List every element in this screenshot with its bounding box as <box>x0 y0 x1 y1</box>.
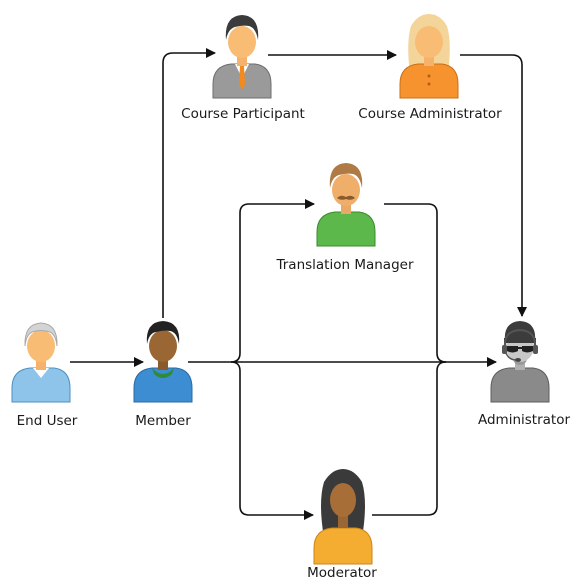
edge-member-to-moderator <box>230 361 314 520</box>
edge-member-to-translation-manager <box>230 199 315 363</box>
user-icon <box>11 322 71 403</box>
edge-member-to-course-participant <box>162 48 216 318</box>
node-translation-manager: Translation Manager <box>275 163 414 273</box>
translation-manager-label: Translation Manager <box>275 257 413 273</box>
edge-moderator-to-administrator <box>372 361 447 516</box>
course-administrator-label: Course Administrator <box>358 106 502 122</box>
administrator-label: Administrator <box>478 412 570 428</box>
user-icon <box>399 14 459 99</box>
user-icon <box>313 469 373 565</box>
edge-translation-manager-to-administrator <box>384 203 447 363</box>
member-label: Member <box>135 413 191 429</box>
node-course-administrator: Course Administrator <box>358 14 502 122</box>
end-user-label: End User <box>17 413 78 429</box>
edge-course-administrator-to-administrator <box>460 54 527 317</box>
user-icon <box>316 163 376 247</box>
edges <box>70 48 527 520</box>
course-participant-label: Course Participant <box>181 106 305 122</box>
node-end-user: End User <box>11 322 78 429</box>
moderator-label: Moderator <box>307 565 377 579</box>
admin-headset-icon <box>490 321 550 403</box>
user-icon <box>212 15 272 99</box>
node-administrator: Administrator <box>478 321 570 428</box>
node-moderator: Moderator <box>307 469 377 579</box>
node-course-participant: Course Participant <box>181 15 305 122</box>
node-member: Member <box>133 321 193 429</box>
user-icon <box>133 321 193 403</box>
